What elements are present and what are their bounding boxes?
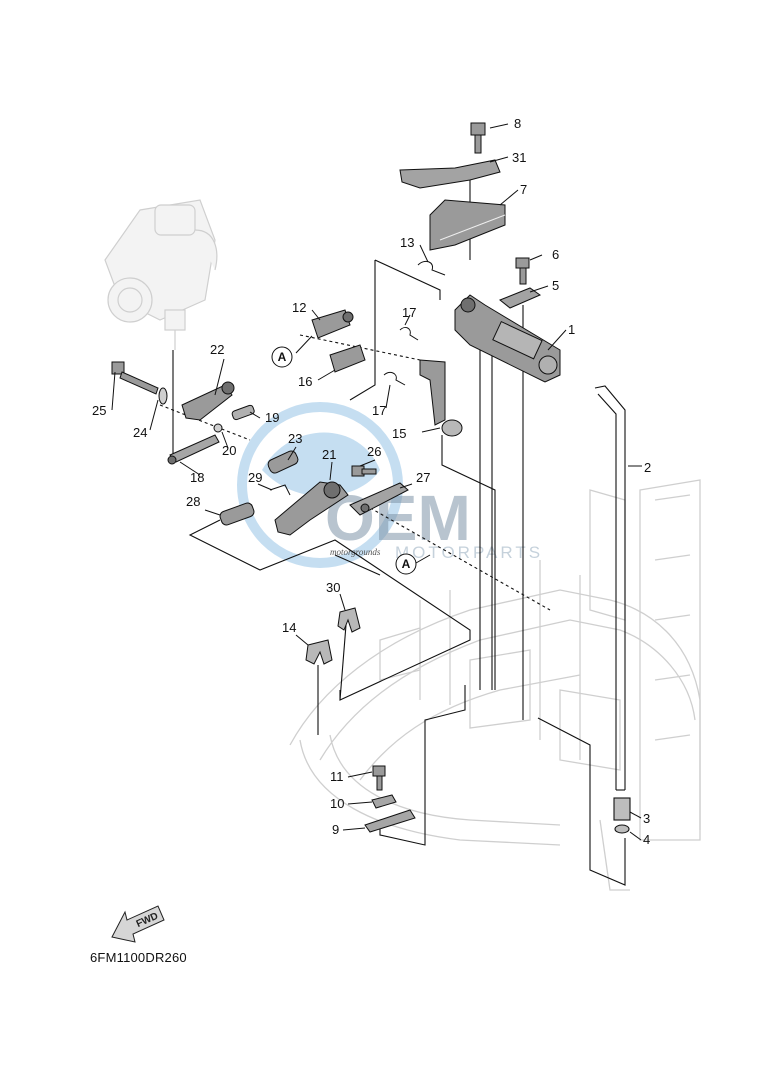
callout-30: 30 — [326, 580, 340, 595]
reference-marker-a-label: A — [402, 557, 411, 571]
callout-15: 15 — [392, 426, 406, 441]
part-clip-13 — [417, 260, 446, 276]
callout-29: 29 — [248, 470, 262, 485]
fwd-arrow-icon: FWD — [111, 905, 165, 943]
callout-27: 27 — [416, 470, 430, 485]
callout-11: 11 — [330, 769, 344, 784]
part-bolt-8 — [470, 122, 486, 154]
callout-28: 28 — [186, 494, 200, 509]
part-plate-5 — [499, 287, 542, 309]
part-rod-18 — [167, 434, 220, 465]
callout-19: 19 — [265, 410, 279, 425]
callout-1: 1 — [568, 322, 575, 337]
callout-3: 3 — [643, 811, 650, 826]
carburetor-ghost — [104, 199, 218, 350]
reference-marker-a-left: A — [271, 346, 293, 368]
part-joint-12 — [311, 309, 354, 339]
part-arm-21 — [274, 481, 349, 536]
callout-17-top: 17 — [402, 305, 416, 320]
callout-25: 25 — [92, 403, 106, 418]
part-joint-16 — [329, 344, 366, 373]
callout-20: 20 — [222, 443, 236, 458]
reference-marker-a-right: A — [395, 553, 417, 575]
callout-14: 14 — [282, 620, 296, 635]
callout-16: 16 — [298, 374, 312, 389]
callout-24: 24 — [133, 425, 147, 440]
callout-numbers: 1 2 3 4 5 6 7 8 9 10 11 12 13 14 15 16 1… — [92, 116, 651, 847]
callout-4: 4 — [643, 832, 650, 847]
callout-12: 12 — [292, 300, 306, 315]
callout-18: 18 — [190, 470, 204, 485]
part-washer-24 — [158, 387, 168, 405]
part-plate-9 — [364, 809, 416, 833]
reference-marker-a-label: A — [278, 350, 287, 364]
callout-9: 9 — [332, 822, 339, 837]
part-lever-27 — [349, 482, 409, 516]
part-bolt-6 — [515, 257, 530, 285]
callout-23: 23 — [288, 431, 302, 446]
part-link-22 — [181, 381, 235, 421]
assembly-lines — [159, 168, 626, 886]
callout-10: 10 — [330, 796, 344, 811]
part-spring-19 — [231, 404, 255, 421]
part-clamp-30 — [337, 607, 361, 633]
callout-21: 21 — [322, 447, 336, 462]
diagram-code: 6FM1100DR260 — [90, 950, 187, 965]
part-clip-29 — [269, 484, 291, 496]
watermark-site: motorgrounds — [330, 547, 381, 557]
watermark-subtitle: MOTORPARTS — [395, 543, 543, 562]
callout-31: 31 — [512, 150, 526, 165]
part-clamp-14 — [305, 639, 333, 665]
part-bolt-11 — [372, 765, 386, 791]
callout-17-bottom: 17 — [372, 403, 386, 418]
callout-13: 13 — [400, 235, 414, 250]
part-bracket-7 — [429, 199, 506, 251]
part-rod-2 — [594, 385, 631, 834]
callout-leaders — [111, 123, 642, 841]
callout-22: 22 — [210, 342, 224, 357]
part-spring-28 — [219, 502, 255, 526]
part-plate-10 — [371, 794, 397, 809]
callout-6: 6 — [552, 247, 559, 262]
part-clip-17 — [383, 327, 419, 386]
part-bolt-26 — [351, 465, 377, 477]
part-shaft-1 — [454, 294, 561, 383]
callout-26: 26 — [367, 444, 381, 459]
part-plate-31 — [399, 159, 501, 189]
callout-7: 7 — [520, 182, 527, 197]
callout-5: 5 — [552, 278, 559, 293]
part-lever-15 — [419, 359, 463, 437]
part-washer-20 — [213, 423, 223, 433]
part-bolt-25 — [111, 361, 159, 395]
callout-2: 2 — [644, 460, 651, 475]
callout-8: 8 — [514, 116, 521, 131]
